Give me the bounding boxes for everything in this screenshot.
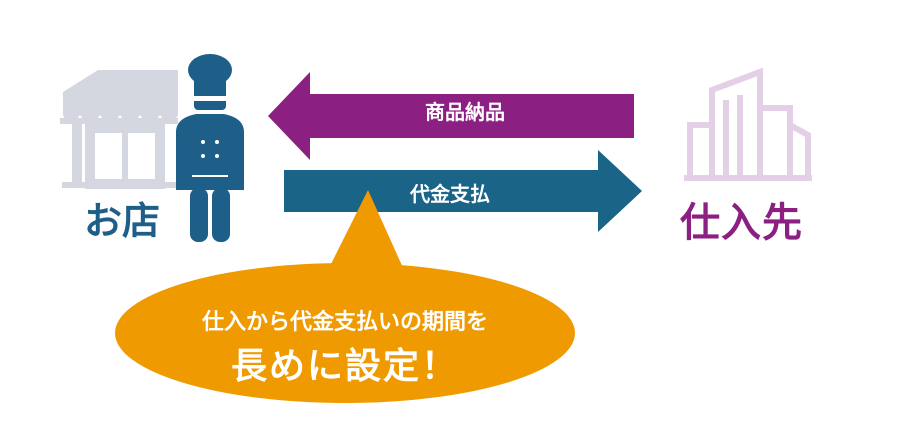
supplier-label: 仕入先 <box>680 200 803 246</box>
chef-icon <box>176 54 244 242</box>
callout-bubble <box>115 190 575 403</box>
delivery-arrow-label: 商品納品 <box>425 100 505 124</box>
storefront-icon <box>60 70 178 189</box>
callout-line-1: 仕入から代金支払いの期間を <box>201 310 488 335</box>
building-icon <box>684 67 812 181</box>
delivery-arrow <box>268 72 634 160</box>
payment-arrow-label: 代金支払 <box>410 182 490 206</box>
callout-line-2: 長めに設定！ <box>230 346 459 387</box>
shop-label: お店 <box>84 199 161 243</box>
